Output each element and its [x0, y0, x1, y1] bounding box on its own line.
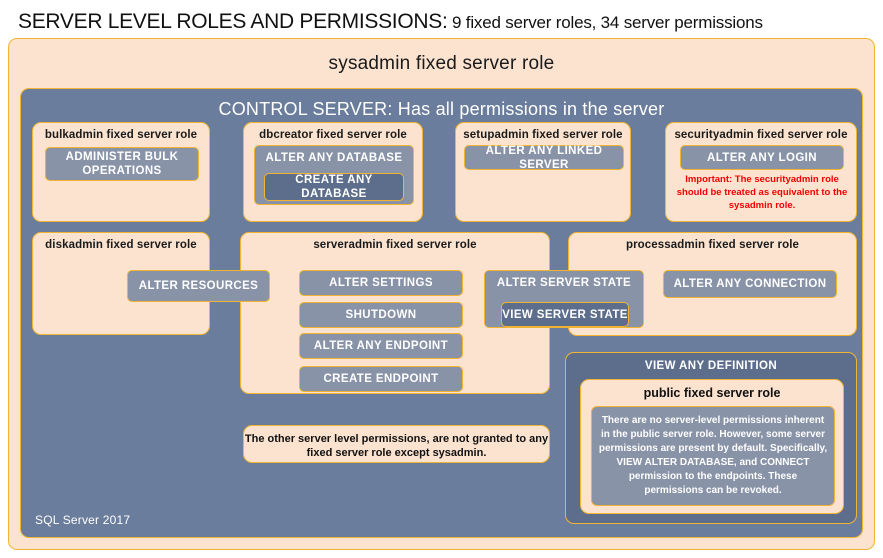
role-label-diskadmin: diskadmin fixed server role: [45, 239, 197, 251]
public-role-note-text: There are no server-level permissions in…: [591, 406, 835, 506]
permission-alter-any-login: ALTER ANY LOGIN: [680, 145, 844, 170]
permission-view-any-definition: VIEW ANY DEFINITION: [644, 360, 778, 372]
role-label-securityadmin: securityadmin fixed server role: [674, 129, 848, 141]
permission-alter-any-connection: ALTER ANY CONNECTION: [663, 270, 837, 298]
other-permissions-note-text: The other server level permissions, are …: [244, 433, 549, 459]
page-title: SERVER LEVEL ROLES AND PERMISSIONS: 9 fi…: [18, 10, 868, 36]
page-title-subheading: 9 fixed server roles, 34 server permissi…: [447, 13, 763, 32]
role-box-dbcreator: dbcreator fixed server role ALTER ANY DA…: [243, 122, 423, 222]
permission-shutdown: SHUTDOWN: [299, 302, 463, 328]
page-title-heading: SERVER LEVEL ROLES AND PERMISSIONS:: [18, 10, 448, 33]
role-label-serveradmin: serveradmin fixed server role: [313, 239, 477, 251]
permission-administer-bulk-operations: ADMINISTER BULK OPERATIONS: [45, 147, 199, 181]
sql-server-version-label: SQL Server 2017: [35, 513, 131, 527]
role-label-public: public fixed server role: [643, 386, 781, 400]
role-label-bulkadmin: bulkadmin fixed server role: [44, 129, 198, 141]
role-box-setupadmin: setupadmin fixed server role ALTER ANY L…: [455, 122, 631, 222]
permission-view-server-state: VIEW SERVER STATE: [501, 302, 629, 327]
control-server-label: CONTROL SERVER: Has all permissions in t…: [218, 99, 665, 119]
view-any-definition-container: VIEW ANY DEFINITION public fixed server …: [565, 352, 857, 524]
role-box-bulkadmin: bulkadmin fixed server role ADMINISTER B…: [32, 122, 210, 222]
role-box-diskadmin: diskadmin fixed server role: [32, 232, 210, 335]
permission-create-endpoint: CREATE ENDPOINT: [299, 366, 463, 392]
securityadmin-warning-note: Important: The securityadmin role should…: [676, 174, 848, 211]
sysadmin-role-label: sysadmin fixed server role: [328, 53, 555, 74]
role-label-setupadmin: setupadmin fixed server role: [463, 129, 623, 141]
permission-alter-any-linked-server: ALTER ANY LINKED SERVER: [464, 145, 624, 171]
permission-alter-resources: ALTER RESOURCES: [127, 270, 270, 302]
permission-alter-any-endpoint: ALTER ANY ENDPOINT: [299, 333, 463, 359]
permission-alter-settings: ALTER SETTINGS: [299, 270, 463, 296]
permission-create-any-database: CREATE ANY DATABASE: [264, 173, 404, 201]
role-box-public: public fixed server role There are no se…: [580, 379, 844, 514]
role-box-securityadmin: securityadmin fixed server role ALTER AN…: [665, 122, 857, 222]
role-label-processadmin: processadmin fixed server role: [625, 239, 800, 251]
other-permissions-note-box: The other server level permissions, are …: [243, 425, 550, 463]
role-label-dbcreator: dbcreator fixed server role: [259, 129, 407, 141]
